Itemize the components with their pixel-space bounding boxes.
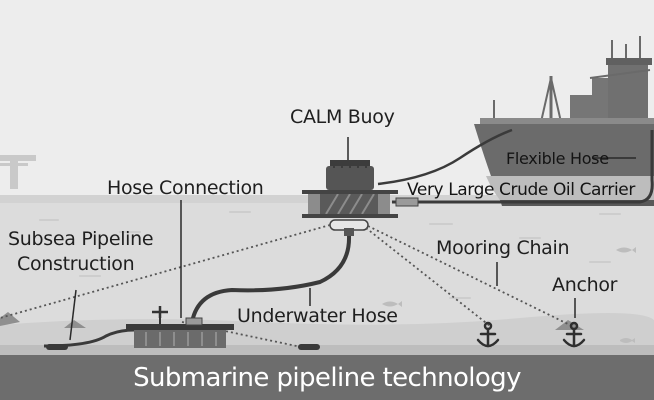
- underwater-hose-line: [190, 235, 352, 323]
- flexible-hose-upper: [377, 128, 513, 186]
- seabed-manifold: [126, 306, 234, 348]
- sea-waves: [39, 211, 621, 299]
- subsea-pipeline-label-line2: Construction: [17, 253, 135, 275]
- anchor-icon-left: [476, 321, 500, 348]
- underwater-hose-label: Underwater Hose: [237, 305, 398, 327]
- fish-icons: [382, 247, 636, 343]
- footer-title: Submarine pipeline technology: [133, 362, 521, 393]
- crude-oil-carrier-label: Very Large Crude Oil Carrier: [407, 180, 635, 200]
- calm-buoy-label: CALM Buoy: [290, 106, 395, 128]
- anchor-icon-right: [562, 321, 586, 348]
- crude-oil-carrier-ship: [474, 36, 654, 206]
- subsea-pipeline-leader: [69, 289, 77, 341]
- flexible-hose-lower: [392, 130, 654, 204]
- anchor-label: Anchor: [552, 274, 618, 296]
- subsea-pipeline-label-line1: Subsea Pipeline: [8, 228, 154, 250]
- flexible-hose-label: Flexible Hose: [506, 149, 609, 168]
- hose-connection-label: Hose Connection: [107, 177, 264, 199]
- footer-banner: Submarine pipeline technology: [0, 355, 654, 400]
- calm-buoy: [302, 137, 419, 236]
- pipeline-weights: [46, 344, 320, 350]
- distant-platform: [0, 155, 36, 189]
- mooring-chain-label: Mooring Chain: [436, 237, 570, 259]
